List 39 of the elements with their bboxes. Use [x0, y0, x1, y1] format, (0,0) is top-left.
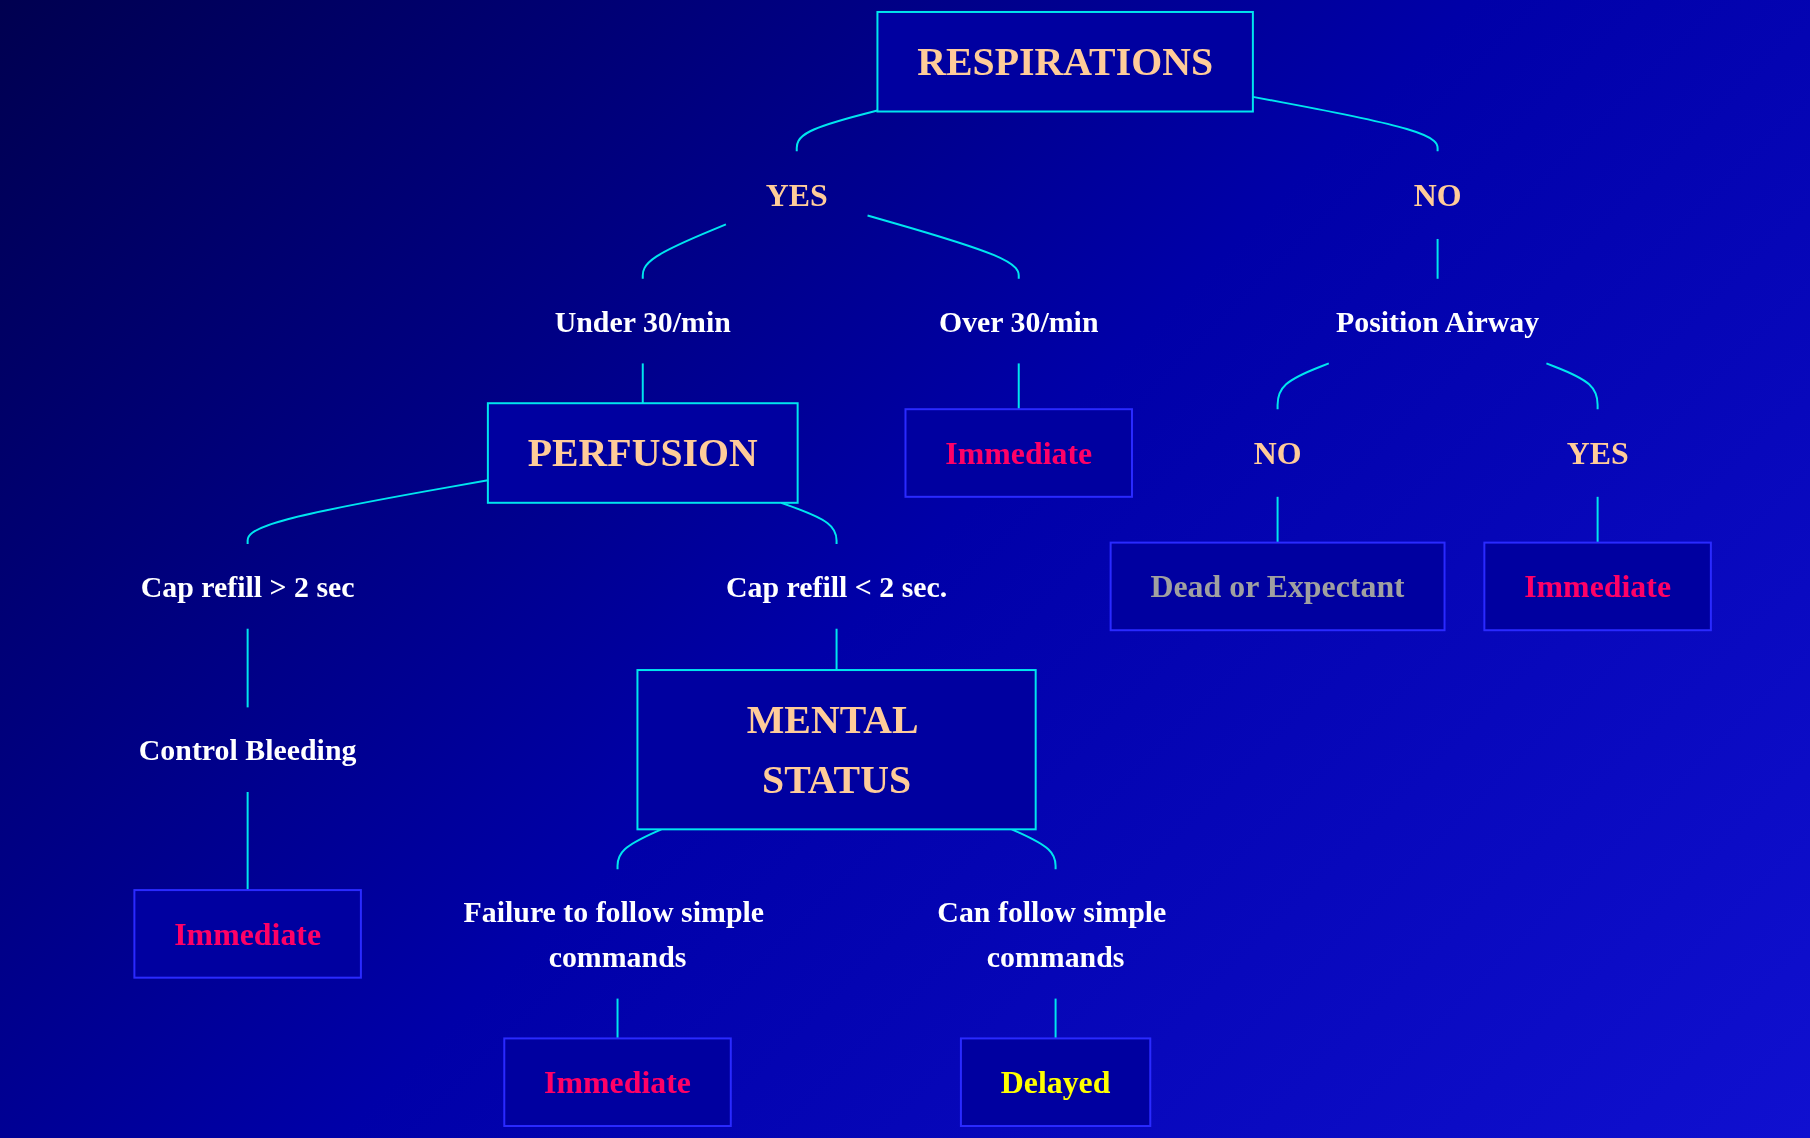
- node-text: Under 30/min: [554, 304, 731, 338]
- node-text: Position Airway: [1336, 304, 1540, 338]
- connector: [1054, 997, 1057, 1040]
- connector: [835, 627, 838, 672]
- connector: [246, 791, 249, 892]
- node-box: MENTAL STATUS: [636, 669, 1037, 831]
- node-box: Immediate: [1483, 541, 1712, 632]
- node-text: Control Bleeding: [138, 733, 357, 767]
- connector: [641, 362, 644, 405]
- node-text: YES: [765, 177, 828, 214]
- node-text: NO: [1413, 177, 1462, 214]
- connector: [1545, 362, 1599, 411]
- connector: [795, 109, 879, 153]
- node-text: NO: [1253, 435, 1302, 471]
- connector: [641, 223, 727, 280]
- node-text: YES: [1566, 435, 1629, 471]
- node-box: Immediate: [503, 1037, 732, 1127]
- node-text: Can follow simple commands: [937, 895, 1167, 973]
- connector: [1017, 362, 1020, 411]
- node-box: Immediate: [133, 889, 362, 979]
- node-box: PERFUSION: [486, 402, 799, 504]
- connector: [1010, 828, 1057, 871]
- connector: [616, 828, 663, 871]
- connector: [616, 997, 619, 1040]
- connector: [866, 214, 1020, 280]
- connector: [1276, 362, 1330, 411]
- node-text: Failure to follow simple commands: [463, 895, 765, 973]
- node-text: Cap refill > 2 sec: [140, 569, 355, 603]
- connector: [1436, 237, 1439, 280]
- connector: [246, 627, 249, 709]
- connector: [780, 501, 838, 546]
- node-text: Over 30/min: [939, 304, 1099, 338]
- connector: [1596, 495, 1599, 544]
- node-box: RESPIRATIONS: [876, 10, 1254, 113]
- node-text: Cap refill < 2 sec.: [725, 569, 948, 603]
- node-box: Immediate: [904, 408, 1134, 498]
- node-box: Dead or Expectant: [1109, 541, 1446, 632]
- node-box: Delayed: [960, 1037, 1152, 1127]
- connector: [1276, 495, 1279, 544]
